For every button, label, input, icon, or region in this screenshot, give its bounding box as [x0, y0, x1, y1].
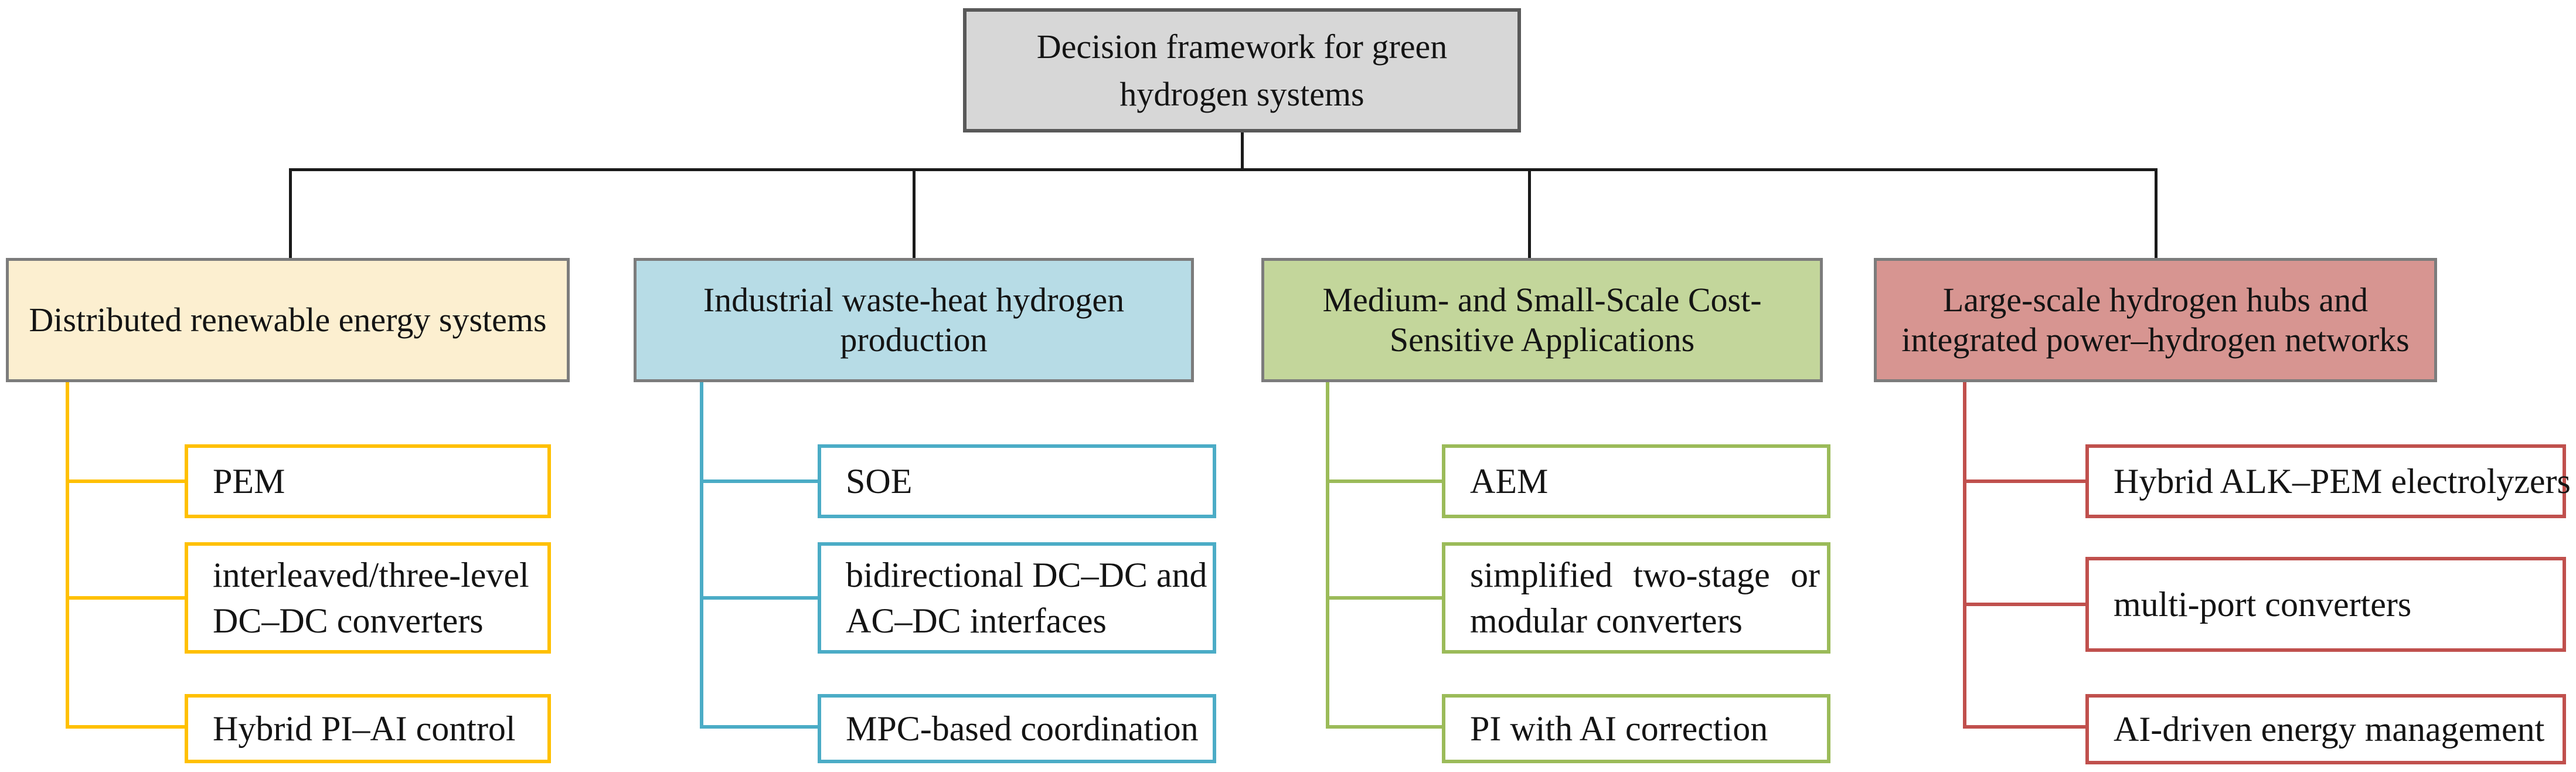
category-label: Large-scale hydrogen hubs and integrated… [1901, 280, 2410, 359]
node-interleaved-converters: interleaved/three-level DC–DC converters [185, 542, 551, 654]
category-label: Medium- and Small-Scale Cost-Sensitive A… [1322, 280, 1762, 359]
branch-trunk-line [1326, 381, 1329, 729]
branch-stub-line [1326, 596, 1445, 600]
node-label-line1: simplified two-stage or [1470, 556, 1820, 594]
branch-stub-line [66, 725, 188, 729]
node-hybrid-pi-ai-control: Hybrid PI–AI control [185, 694, 551, 763]
node-label-line1: interleaved/three-level [213, 556, 529, 594]
node-ai-energy-management: AI-driven energy management [2085, 694, 2566, 764]
branch-stub-line [700, 725, 821, 729]
node-label-line1: bidirectional DC–DC and [846, 556, 1207, 594]
node-pem: PEM [185, 444, 551, 518]
branch-stub-line [1963, 603, 2089, 606]
node-simplified-converters: simplified two-stage or modular converte… [1442, 542, 1830, 654]
branch-stub-line [1963, 725, 2089, 729]
node-label: multi-port converters [2114, 585, 2412, 624]
node-mpc-coordination: MPC-based coordination [818, 694, 1216, 763]
category-label: Distributed renewable energy systems [29, 300, 547, 339]
node-multi-port-converters: multi-port converters [2085, 557, 2566, 652]
node-label-line2: AC–DC interfaces [846, 601, 1107, 640]
branch-trunk-line [1963, 381, 1966, 729]
root-node-label: Decision framework for green hydrogen sy… [1036, 27, 1448, 113]
node-pi-ai-correction: PI with AI correction [1442, 694, 1830, 763]
category-box-industrial-waste-heat: Industrial waste-heat hydrogen productio… [634, 258, 1194, 382]
node-label: SOE [846, 462, 913, 501]
category-label: Industrial waste-heat hydrogen productio… [703, 280, 1125, 359]
branch-stub-line [66, 596, 188, 600]
node-label: MPC-based coordination [846, 709, 1199, 748]
branch-stub-line [1326, 725, 1445, 729]
node-label: AI-driven energy management [2114, 710, 2545, 749]
category-box-cost-sensitive: Medium- and Small-Scale Cost-Sensitive A… [1261, 258, 1823, 382]
node-hybrid-alk-pem: Hybrid ALK–PEM electrolyzers [2085, 444, 2571, 518]
branch-stub-line [700, 596, 821, 600]
drop-line-hydrogen-hubs [2155, 170, 2158, 259]
branch-trunk-line [66, 381, 69, 729]
node-label-line2: modular converters [1470, 601, 1743, 640]
branch-stub-line [66, 479, 188, 483]
node-label: AEM [1470, 462, 1549, 501]
branch-bus-line [289, 168, 2158, 171]
root-node: Decision framework for green hydrogen sy… [963, 8, 1521, 132]
node-label: PEM [213, 462, 285, 501]
node-label: PI with AI correction [1470, 709, 1768, 748]
drop-line-distributed [289, 170, 292, 259]
branch-stub-line [1326, 479, 1445, 483]
root-trunk-line [1241, 132, 1244, 170]
node-label: Hybrid PI–AI control [213, 709, 516, 748]
branch-stub-line [700, 479, 821, 483]
drop-line-industrial [913, 170, 916, 259]
node-soe: SOE [818, 444, 1216, 518]
node-label: Hybrid ALK–PEM electrolyzers [2114, 462, 2571, 501]
category-box-distributed-renewable: Distributed renewable energy systems [6, 258, 570, 382]
node-label-line2: DC–DC converters [213, 601, 484, 640]
drop-line-cost-sensitive [1528, 170, 1531, 259]
branch-trunk-line [700, 381, 703, 729]
category-box-hydrogen-hubs: Large-scale hydrogen hubs and integrated… [1874, 258, 2437, 382]
node-bidirectional-interfaces: bidirectional DC–DC and AC–DC interfaces [818, 542, 1216, 654]
branch-stub-line [1963, 479, 2089, 483]
node-aem: AEM [1442, 444, 1830, 518]
